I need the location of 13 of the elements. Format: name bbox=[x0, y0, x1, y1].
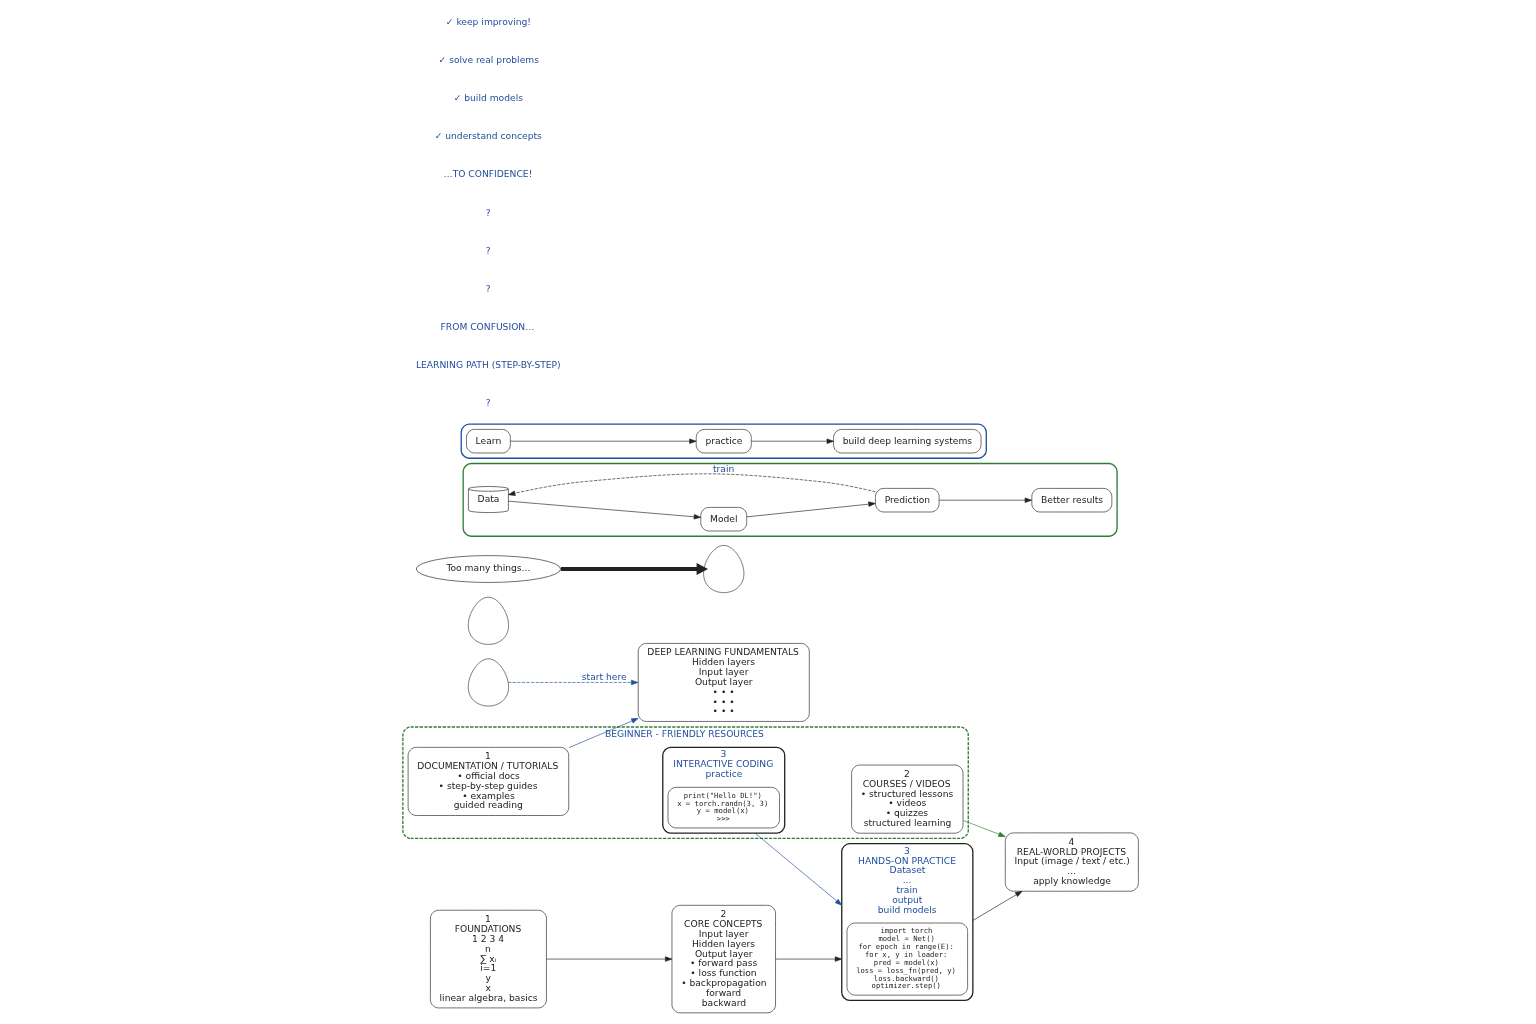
label: ✓ keep improving! bbox=[445, 16, 532, 28]
edge-label: start here bbox=[581, 670, 627, 682]
label: LEARNING PATH (STEP-BY-STEP) bbox=[415, 358, 561, 370]
label: …TO CONFIDENCE! bbox=[443, 168, 533, 180]
label: ✓ solve real problems bbox=[438, 54, 539, 66]
label: ✓ build models bbox=[453, 92, 523, 104]
label: ? bbox=[485, 206, 491, 218]
edge-label: train bbox=[712, 462, 735, 474]
label: FROM CONFUSION… bbox=[440, 320, 535, 332]
label: ? bbox=[485, 282, 491, 294]
label: ? bbox=[485, 244, 491, 256]
label: ? bbox=[485, 396, 491, 408]
label: ✓ understand concepts bbox=[434, 130, 542, 142]
